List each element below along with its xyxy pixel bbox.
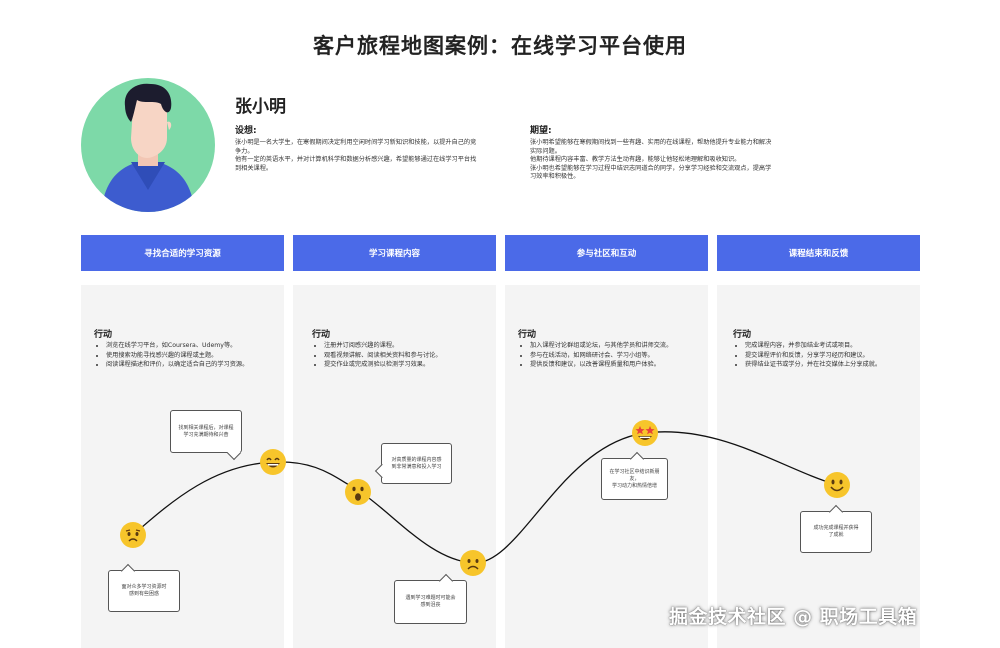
worried-face-icon bbox=[120, 522, 146, 548]
watermark: 掘金技术社区 @ 职场工具箱 bbox=[669, 606, 918, 628]
list-item: 使用搜索功能寻找感兴趣的课程或主题。 bbox=[106, 351, 291, 361]
emotion-bubble-2: 找到相关课程后，对课程 学习充满期待和兴奋 bbox=[170, 410, 242, 461]
bubble-text: 感到沮丧 bbox=[420, 602, 441, 608]
emotion-bubble-4: 遇到学习难题时可能会 感到沮丧 bbox=[394, 573, 467, 624]
thoughts-line: 他有一定的英语水平，并对计算机科学和数据分析感兴趣，希望能够通过在线学习平台找到… bbox=[235, 156, 477, 172]
list-item: 提供反馈和建议，以改善课程质量和用户体验。 bbox=[530, 360, 715, 370]
stage-header-3: 参与社区和互动 bbox=[505, 235, 708, 271]
list-item: 注册并订阅感兴趣的课程。 bbox=[324, 341, 504, 351]
list-item: 提交作业或完成测验以检测学习效果。 bbox=[324, 360, 504, 370]
bubble-text: 学习充满期待和兴奋 bbox=[183, 431, 229, 438]
bubble-text: 面对众多学习资源时 bbox=[121, 584, 167, 590]
thoughts-label: 设想: bbox=[235, 126, 257, 136]
list-item: 提交课程评价和反馈，分享学习经历和建议。 bbox=[745, 351, 925, 361]
list-item: 阅读课程描述和评价，以确定适合自己的学习资源。 bbox=[106, 360, 291, 370]
stage-1-action-list: 浏览在线学习平台，如Coursera、Udemy等。 使用搜索功能寻找感兴趣的课… bbox=[94, 341, 291, 370]
list-item: 获得结业证书或学分，并在社交媒体上分享成就。 bbox=[745, 360, 925, 370]
stage-header-1: 寻找合适的学习资源 bbox=[81, 235, 284, 271]
expectations-line: 张小明也希望能够在学习过程中结识志同道合的同学，分享学习经验和交流观点，提高学习… bbox=[530, 164, 772, 181]
stage-3-action-label: 行动 bbox=[518, 330, 537, 340]
stage-3-action-list: 加入课程讨论群组或论坛，与其他学员和讲师交流。 参与在线活动，如网络研讨会、学习… bbox=[518, 341, 715, 370]
bubble-text: 了成就 bbox=[828, 532, 844, 538]
stage-4-action-label: 行动 bbox=[733, 330, 752, 340]
emotion-bubble-5: 在学习社区中结识新朋友， 学习动力和热情倍增 bbox=[601, 451, 668, 500]
frowning-face-icon bbox=[460, 550, 486, 576]
emotion-bubble-6: 成功完成课程并获得 了成就 bbox=[800, 504, 872, 553]
bubble-text: 到非常满意和投入学习 bbox=[391, 463, 442, 470]
expectations-line: 张小明希望能够在寒假期间找到一些有趣、实用的在线课程，帮助他提升专业能力和解决实… bbox=[530, 139, 772, 155]
surprised-face-icon bbox=[345, 479, 371, 505]
stage-header-4: 课程结束和反馈 bbox=[717, 235, 920, 271]
expectations-line: 他期待课程内容丰富、教学方法生动有趣，能够让他轻松地理解和吸收知识。 bbox=[530, 156, 741, 164]
stage-2-action-label: 行动 bbox=[312, 330, 331, 340]
bubble-text: 成功完成课程并获得 bbox=[813, 525, 859, 531]
list-item: 观看视频讲解、阅读相关资料和参与讨论。 bbox=[324, 351, 504, 361]
bubble-text: 遇到学习难题时可能会 bbox=[405, 595, 456, 601]
star-struck-face-icon bbox=[632, 420, 658, 446]
stage-1-action-label: 行动 bbox=[94, 330, 113, 340]
bubble-text: 对高质量的课程内容感 bbox=[391, 456, 442, 463]
thoughts-text: 张小明是一名大学生，在寒假期间决定利用空闲时间学习新知识和技能，以提升自己的竞争… bbox=[235, 139, 480, 173]
expectations-text: 张小明希望能够在寒假期间找到一些有趣、实用的在线课程，帮助他提升专业能力和解决实… bbox=[530, 139, 775, 182]
bubble-text: 感到有些困惑 bbox=[128, 591, 159, 597]
emotion-bubble-1: 面对众多学习资源时 感到有些困惑 bbox=[108, 563, 180, 612]
stage-4-action-list: 完成课程内容，并参加结业考试或项目。 提交课程评价和反馈，分享学习经历和建议。 … bbox=[733, 341, 925, 370]
expectations-label: 期望: bbox=[530, 126, 552, 136]
stage-2-action-list: 注册并订阅感兴趣的课程。 观看视频讲解、阅读相关资料和参与讨论。 提交作业或完成… bbox=[312, 341, 504, 370]
list-item: 参与在线活动，如网络研讨会、学习小组等。 bbox=[530, 351, 715, 361]
bubble-text: 在学习社区中结识新朋友， bbox=[609, 468, 660, 482]
bubble-text: 学习动力和热情倍增 bbox=[611, 482, 657, 489]
emotion-bubble-3: 对高质量的课程内容感 到非常满意和投入学习 bbox=[374, 443, 452, 484]
page-title: 客户旅程地图案例：在线学习平台使用 bbox=[313, 34, 687, 58]
thoughts-line: 张小明是一名大学生，在寒假期间决定利用空闲时间学习新知识和技能，以提升自己的竞争… bbox=[235, 139, 477, 155]
list-item: 加入课程讨论群组或论坛，与其他学员和讲师交流。 bbox=[530, 341, 715, 351]
list-item: 浏览在线学习平台，如Coursera、Udemy等。 bbox=[106, 341, 291, 351]
grinning-face-icon bbox=[260, 449, 286, 475]
bubble-text: 找到相关课程后，对课程 bbox=[178, 424, 234, 431]
persona-name: 张小明 bbox=[235, 97, 286, 117]
list-item: 完成课程内容，并参加结业考试或项目。 bbox=[745, 341, 925, 351]
stage-header-2: 学习课程内容 bbox=[293, 235, 496, 271]
smiling-face-icon bbox=[824, 472, 850, 498]
avatar bbox=[81, 78, 215, 212]
